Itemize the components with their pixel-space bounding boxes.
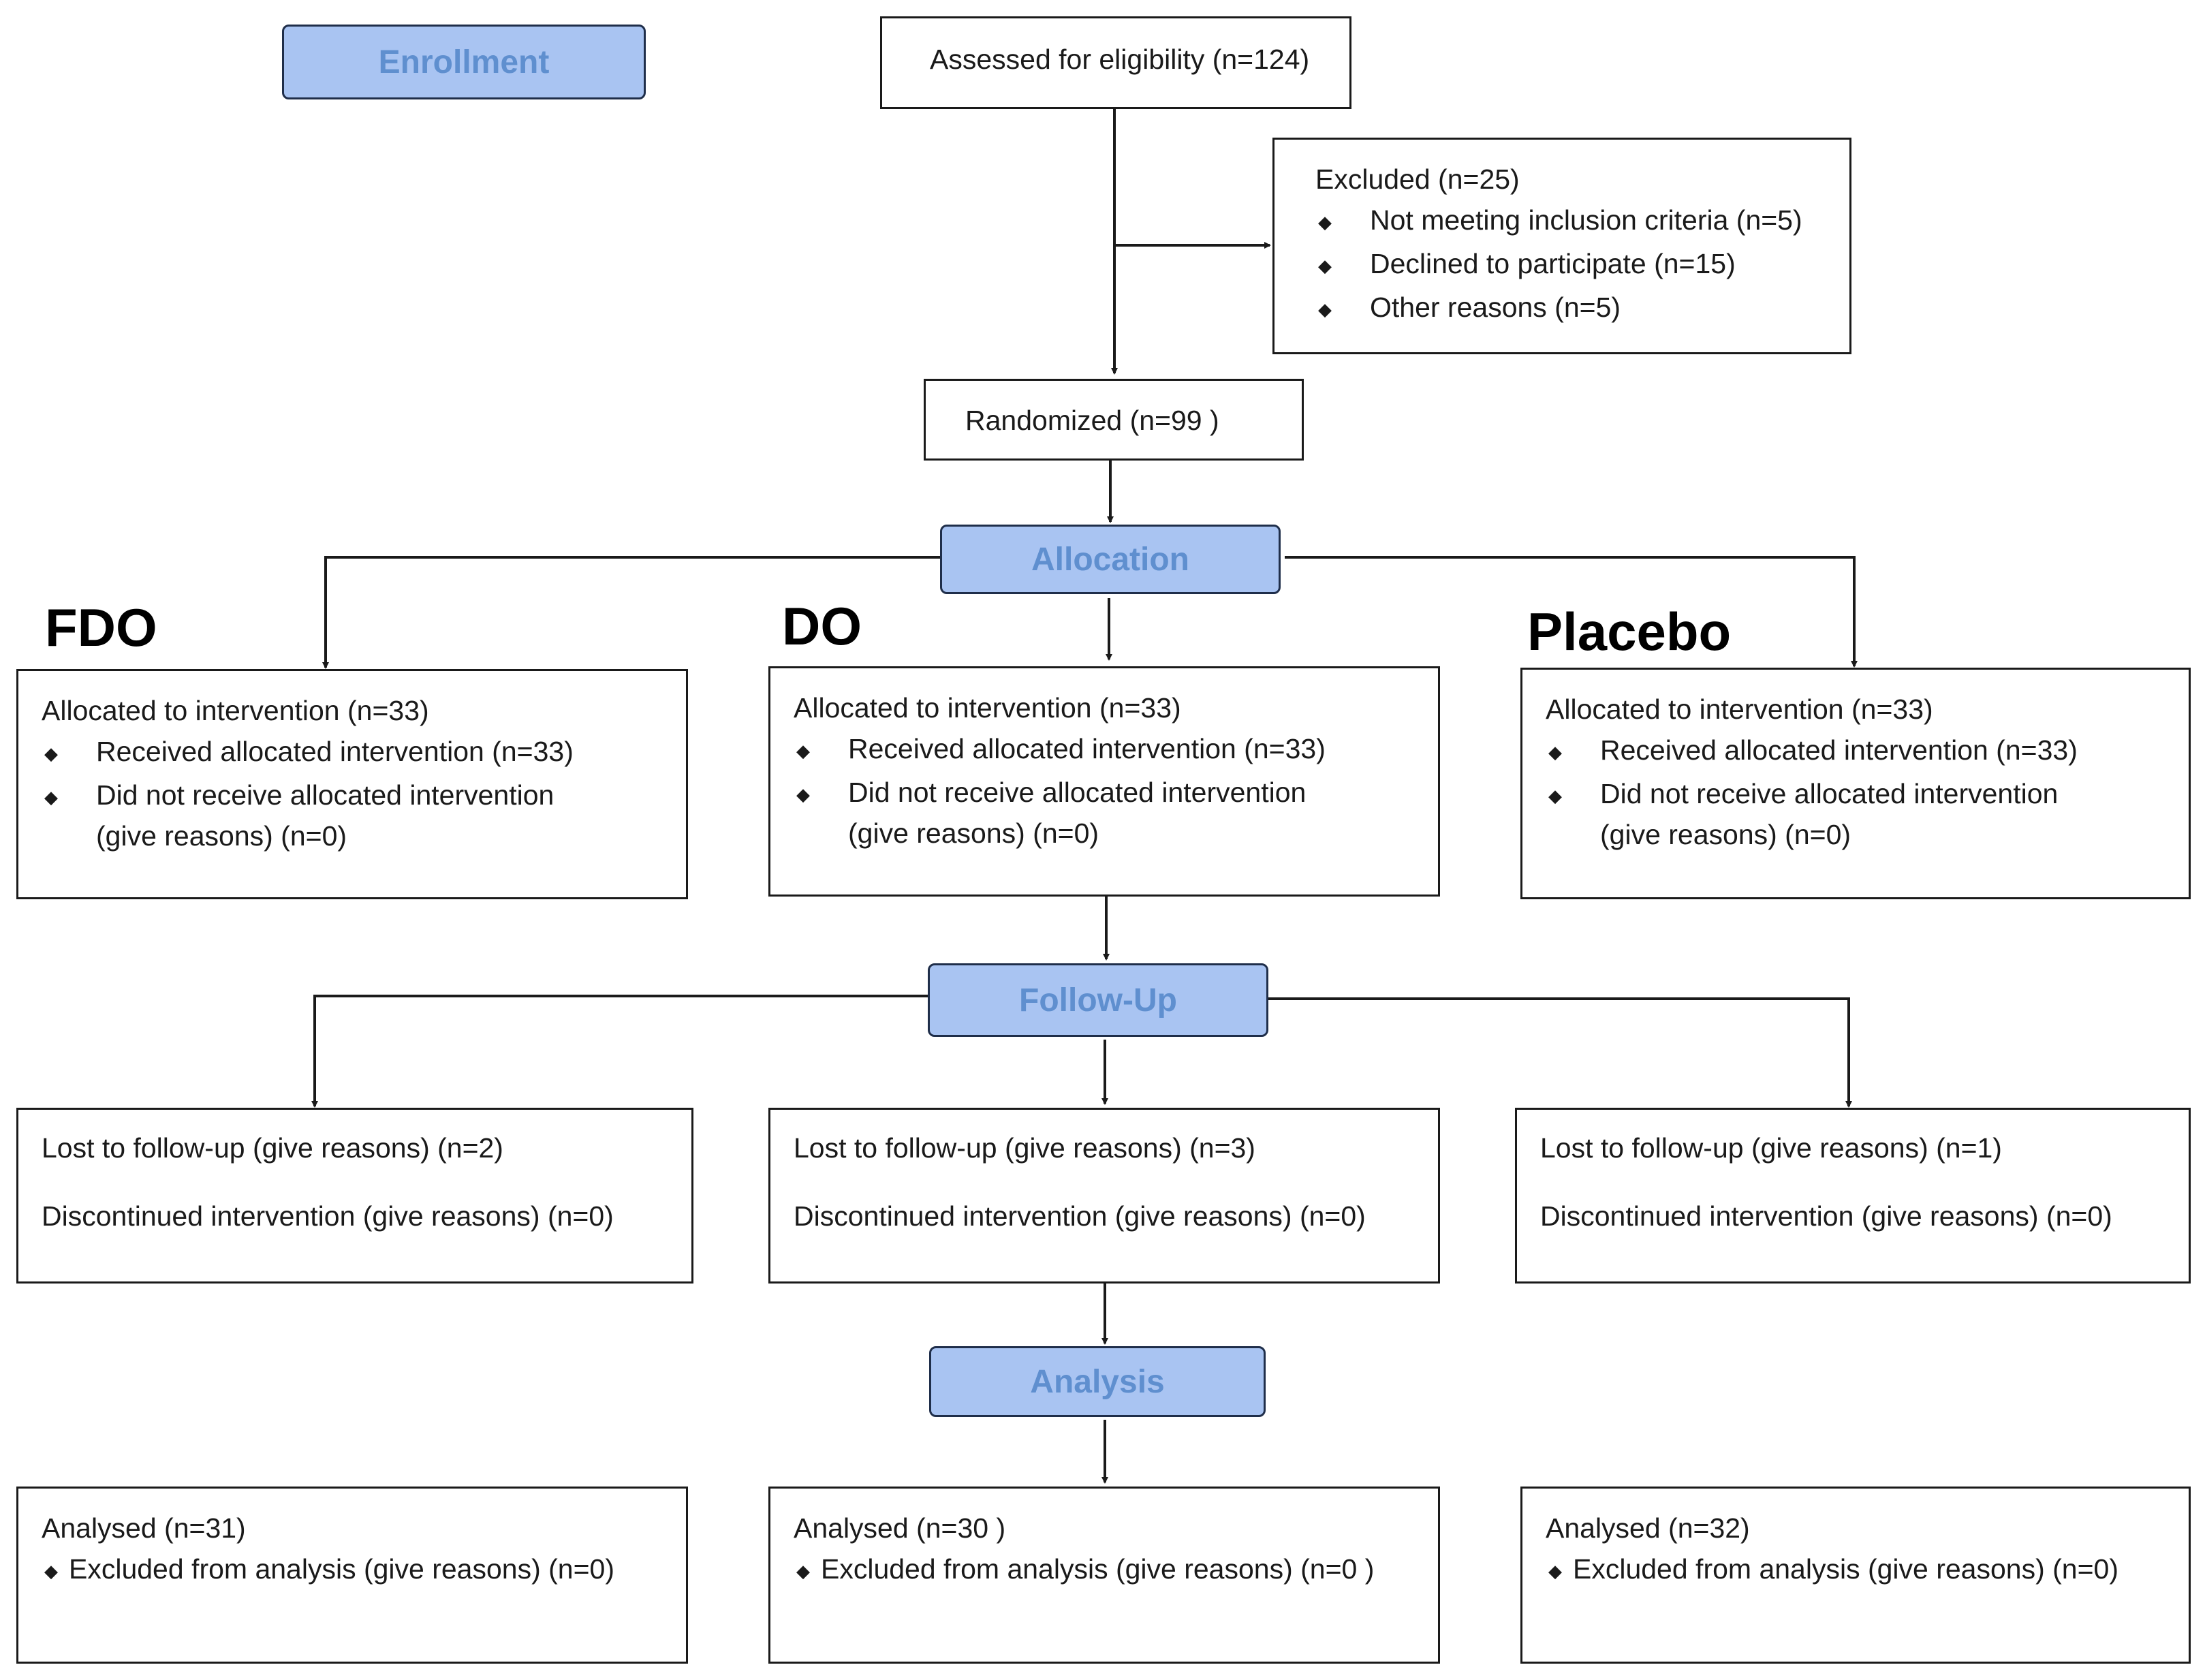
excluded-box: Excluded (n=25) ◆ Not meeting inclusion … xyxy=(1272,138,1851,354)
bullet-icon: ◆ xyxy=(1548,742,1562,762)
assessed-text: Assessed for eligibility (n=124) xyxy=(930,44,1310,75)
bullet-icon: ◆ xyxy=(1548,1561,1562,1581)
followup-box-fdo: Lost to follow-up (give reasons) (n=2) D… xyxy=(16,1108,693,1284)
bullet-icon: ◆ xyxy=(1548,785,1562,806)
allocation-received: Received allocated intervention (n=33) xyxy=(1600,734,2078,766)
excluded-item: Not meeting inclusion criteria (n=5) xyxy=(1370,204,1802,236)
arm-heading-do: DO xyxy=(782,596,862,656)
allocation-not-received-cont: (give reasons) (n=0) xyxy=(1600,819,1851,850)
followup-box-do: Lost to follow-up (give reasons) (n=3) D… xyxy=(768,1108,1440,1284)
followup-discontinued: Discontinued intervention (give reasons)… xyxy=(1540,1200,2112,1232)
arrow-followup-to-fdo xyxy=(311,995,929,1108)
analysis-excluded: Excluded from analysis (give reasons) (n… xyxy=(821,1553,1375,1585)
stage-enrollment: Enrollment xyxy=(282,25,646,99)
stage-follow-up-label: Follow-Up xyxy=(1019,982,1177,1018)
bullet-icon: ◆ xyxy=(44,787,58,807)
arm-heading-fdo: FDO xyxy=(45,597,157,657)
analysis-excluded: Excluded from analysis (give reasons) (n… xyxy=(1573,1553,2118,1585)
bullet-icon: ◆ xyxy=(1318,299,1332,320)
allocation-not-received-cont: (give reasons) (n=0) xyxy=(96,820,347,852)
analysis-box-placebo: Analysed (n=32) ◆ Excluded from analysis… xyxy=(1520,1487,2191,1664)
analysis-excluded: Excluded from analysis (give reasons) (n… xyxy=(69,1553,614,1585)
excluded-item: Declined to participate (n=15) xyxy=(1370,248,1736,279)
allocation-title: Allocated to intervention (n=33) xyxy=(1546,694,1933,725)
followup-box-placebo: Lost to follow-up (give reasons) (n=1) D… xyxy=(1515,1108,2191,1284)
assessed-box: Assessed for eligibility (n=124) xyxy=(880,16,1351,109)
analysis-box-fdo: Analysed (n=31) ◆ Excluded from analysis… xyxy=(16,1487,688,1664)
allocation-received: Received allocated intervention (n=33) xyxy=(848,733,1326,764)
followup-discontinued: Discontinued intervention (give reasons)… xyxy=(42,1200,614,1232)
stage-analysis-label: Analysis xyxy=(1030,1363,1165,1400)
excluded-title: Excluded (n=25) xyxy=(1315,164,1520,195)
allocation-received: Received allocated intervention (n=33) xyxy=(96,736,574,767)
stage-allocation: Allocation xyxy=(940,525,1281,594)
bullet-icon: ◆ xyxy=(796,741,810,761)
analysis-analysed: Analysed (n=31) xyxy=(42,1512,246,1544)
randomized-text: Randomized (n=99 ) xyxy=(965,405,1219,436)
bullet-icon: ◆ xyxy=(796,1561,810,1581)
allocation-not-received: Did not receive allocated intervention xyxy=(1600,778,2059,809)
bullet-icon: ◆ xyxy=(44,743,58,764)
bullet-icon: ◆ xyxy=(1318,212,1332,232)
allocation-box-fdo: Allocated to intervention (n=33) ◆ Recei… xyxy=(16,669,688,899)
allocation-title: Allocated to intervention (n=33) xyxy=(42,695,429,726)
allocation-not-received-cont: (give reasons) (n=0) xyxy=(848,818,1099,849)
bullet-icon: ◆ xyxy=(1318,255,1332,276)
allocation-box-do: Allocated to intervention (n=33) ◆ Recei… xyxy=(768,666,1440,897)
allocation-title: Allocated to intervention (n=33) xyxy=(794,692,1181,724)
analysis-analysed: Analysed (n=30 ) xyxy=(794,1512,1006,1544)
stage-allocation-label: Allocation xyxy=(1031,541,1189,578)
stage-analysis: Analysis xyxy=(929,1346,1266,1417)
arrow-followup-to-placebo xyxy=(1266,997,1852,1108)
allocation-not-received: Did not receive allocated intervention xyxy=(96,779,554,811)
bullet-icon: ◆ xyxy=(796,784,810,805)
analysis-box-do: Analysed (n=30 ) ◆ Excluded from analysi… xyxy=(768,1487,1440,1664)
followup-lost: Lost to follow-up (give reasons) (n=2) xyxy=(42,1132,503,1164)
excluded-item: Other reasons (n=5) xyxy=(1370,292,1621,323)
bullet-icon: ◆ xyxy=(44,1561,58,1581)
analysis-analysed: Analysed (n=32) xyxy=(1546,1512,1750,1544)
arrow-allocation-to-fdo xyxy=(322,556,940,669)
arrow-allocation-to-placebo xyxy=(1285,556,1858,668)
followup-lost: Lost to follow-up (give reasons) (n=3) xyxy=(794,1132,1255,1164)
stage-enrollment-label: Enrollment xyxy=(378,44,550,80)
randomized-box: Randomized (n=99 ) xyxy=(924,379,1304,461)
allocation-box-placebo: Allocated to intervention (n=33) ◆ Recei… xyxy=(1520,668,2191,899)
allocation-not-received: Did not receive allocated intervention xyxy=(848,777,1307,808)
arm-heading-placebo: Placebo xyxy=(1527,602,1732,662)
followup-discontinued: Discontinued intervention (give reasons)… xyxy=(794,1200,1366,1232)
stage-follow-up: Follow-Up xyxy=(928,963,1268,1037)
followup-lost: Lost to follow-up (give reasons) (n=1) xyxy=(1540,1132,2002,1164)
